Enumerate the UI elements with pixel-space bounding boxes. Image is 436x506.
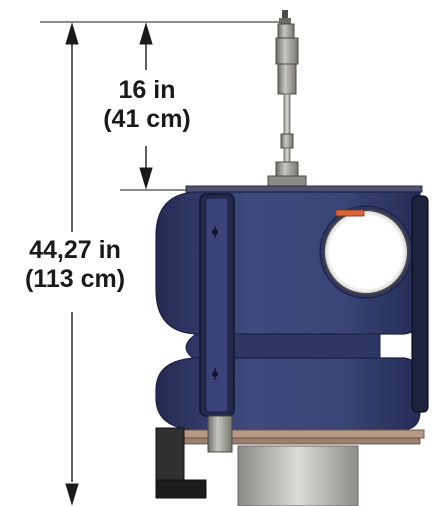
side-strap — [411, 195, 429, 413]
base-assembly — [155, 415, 425, 506]
short-height-metric: (41 cm) — [103, 104, 191, 133]
total-height-metric: (113 cm) — [24, 264, 126, 293]
total-height-arrow-bottom — [65, 483, 79, 506]
sensor-mast — [267, 10, 307, 187]
short-height-arrow-bottom — [139, 167, 153, 190]
short-height-label: 16 in (41 cm) — [92, 76, 202, 134]
short-height-imperial: 16 in — [118, 76, 176, 104]
short-height-arrow-top — [139, 22, 153, 45]
total-height-label: 44,27 in (113 cm) — [0, 236, 150, 294]
total-height-arrow-top — [65, 22, 79, 45]
total-height-imperial: 44,27 in — [29, 236, 121, 264]
dimension-lines — [40, 21, 290, 506]
side-port — [319, 205, 413, 299]
top-plate — [185, 185, 423, 193]
lower-float — [155, 357, 421, 431]
front-bracket — [199, 193, 235, 417]
